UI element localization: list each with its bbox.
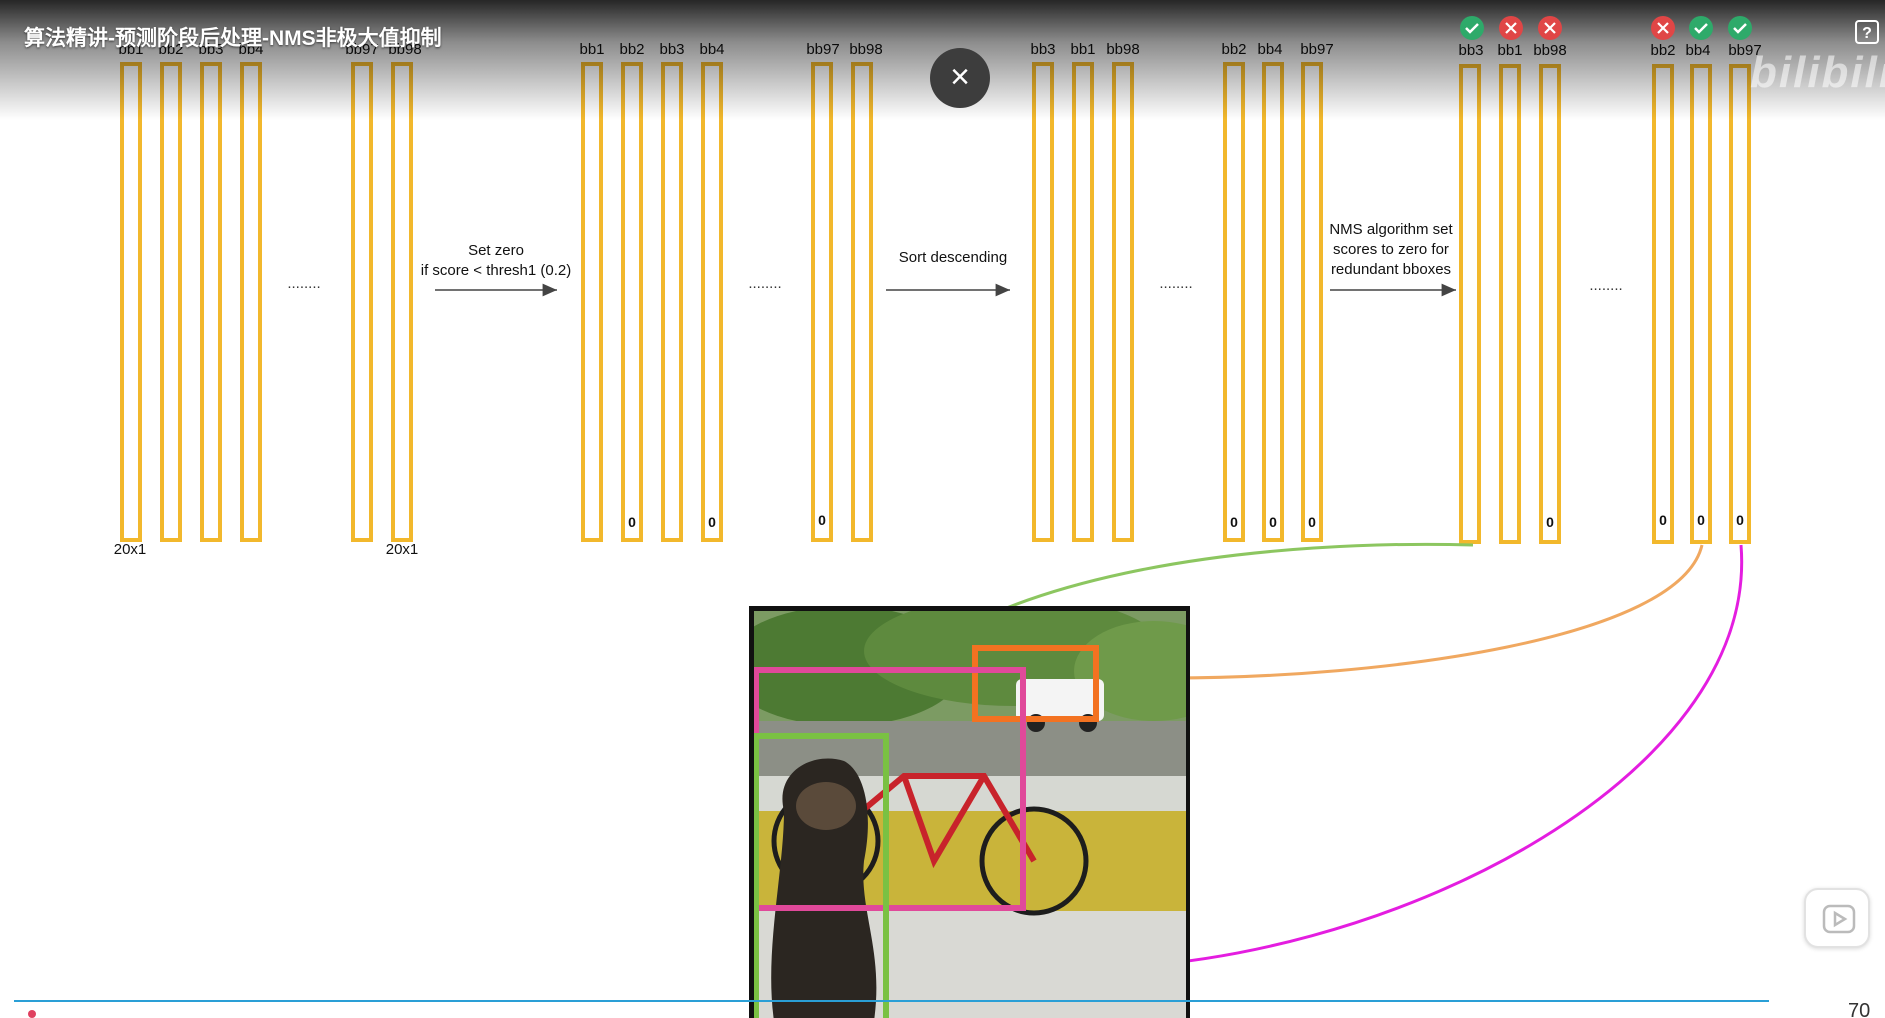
g4-bar-bb98: [1539, 64, 1561, 544]
g3-bar-bb3: [1032, 62, 1054, 542]
g2-bar-bb2: [621, 62, 643, 542]
g4-bar-bb4: [1690, 64, 1712, 544]
page-number: 70: [1848, 1000, 1871, 1018]
group2-zeros: 0 0 0: [628, 512, 826, 530]
g3-bar-bb2: [1223, 62, 1245, 542]
g3-zero-bb2: 0: [1230, 514, 1238, 530]
step3-caption: NMS algorithm set scores to zero for red…: [1329, 221, 1453, 278]
g3-ellipsis: ........: [1159, 275, 1192, 292]
step1-caption: Set zero if score < thresh1 (0.2): [421, 242, 571, 279]
g1-dim-left: 20x1: [114, 541, 147, 558]
step3-line1: NMS algorithm set: [1329, 221, 1453, 238]
check-icon: [1728, 16, 1752, 40]
step1-line2: if score < thresh1 (0.2): [421, 262, 571, 279]
g1-bar-bb97: [351, 62, 373, 542]
g2-bar-bb1: [581, 62, 603, 542]
g4-ellipsis: ........: [1589, 277, 1622, 294]
g1-ellipsis: ........: [287, 275, 320, 292]
g1-dim-right: 20x1: [386, 541, 419, 558]
g3-zero-bb4: 0: [1269, 514, 1277, 530]
group4-zeros: 0 0 0 0: [1546, 512, 1744, 530]
video-title: 算法精讲-预测阶段后处理-NMS非极大值抑制: [24, 27, 442, 50]
g2-bar-bb3: [661, 62, 683, 542]
g1-bar-bb1: [120, 62, 142, 542]
g4-bar-bb3: [1459, 64, 1481, 544]
g2-bar-bb97: [811, 62, 833, 542]
g2-zero-bb2: 0: [628, 514, 636, 530]
help-button[interactable]: ?: [1855, 20, 1879, 44]
step2-line1: Sort descending: [899, 249, 1007, 266]
step3-line2: scores to zero for: [1333, 241, 1449, 258]
bilibili-watermark: bilibili: [1750, 48, 1885, 97]
link-bb97-to-bike-box: [1077, 544, 1744, 970]
check-icon: [1689, 16, 1713, 40]
g2-zero-bb4: 0: [708, 514, 716, 530]
g3-bar-bb1: [1072, 62, 1094, 542]
g3-bar-bb97: [1301, 62, 1323, 542]
g2-ellipsis: ........: [748, 275, 781, 292]
step1-line1: Set zero: [468, 242, 524, 259]
close-button[interactable]: ×: [930, 48, 990, 108]
photo-scene: [754, 611, 1186, 1018]
group3-bars: [1032, 62, 1323, 542]
g1-bar-bb3: [200, 62, 222, 542]
bbox-dog: [754, 733, 889, 1018]
check-icon: [1460, 16, 1484, 40]
g2-bar-bb4: [701, 62, 723, 542]
g4-bar-bb1: [1499, 64, 1521, 544]
cross-icon: [1499, 16, 1523, 40]
g3-bar-bb98: [1112, 62, 1134, 542]
g2-zero-bb97: 0: [818, 512, 826, 528]
progress-handle[interactable]: [28, 1010, 36, 1018]
g4-zero-bb2: 0: [1659, 512, 1667, 528]
status-icons: [1460, 16, 1752, 40]
g4-bar-bb2: [1652, 64, 1674, 544]
g3-zero-bb97: 0: [1308, 514, 1316, 530]
g4-zero-bb4: 0: [1697, 512, 1705, 528]
group1-bars: [120, 62, 413, 542]
step3-line3: redundant bboxes: [1331, 261, 1451, 278]
g2-bar-bb98: [851, 62, 873, 542]
g1-bar-bb98: [391, 62, 413, 542]
group4-bars: [1459, 64, 1751, 544]
g4-bar-bb97: [1729, 64, 1751, 544]
g4-zero-bb97: 0: [1736, 512, 1744, 528]
g1-bar-bb2: [160, 62, 182, 542]
group2-bars: [581, 62, 873, 542]
detection-image: [749, 606, 1190, 1018]
group3-zeros: 0 0 0: [1230, 514, 1316, 530]
bbox-truck: [972, 645, 1099, 722]
g3-bar-bb4: [1262, 62, 1284, 542]
play-button[interactable]: [1804, 888, 1870, 948]
cross-icon: [1538, 16, 1562, 40]
g1-bar-bb4: [240, 62, 262, 542]
cross-icon: [1651, 16, 1675, 40]
g4-zero-bb98: 0: [1546, 514, 1554, 530]
progress-bar[interactable]: [14, 1000, 1769, 1002]
link-bb4-to-truck-box: [1169, 544, 1704, 680]
play-icon: [1822, 904, 1856, 934]
